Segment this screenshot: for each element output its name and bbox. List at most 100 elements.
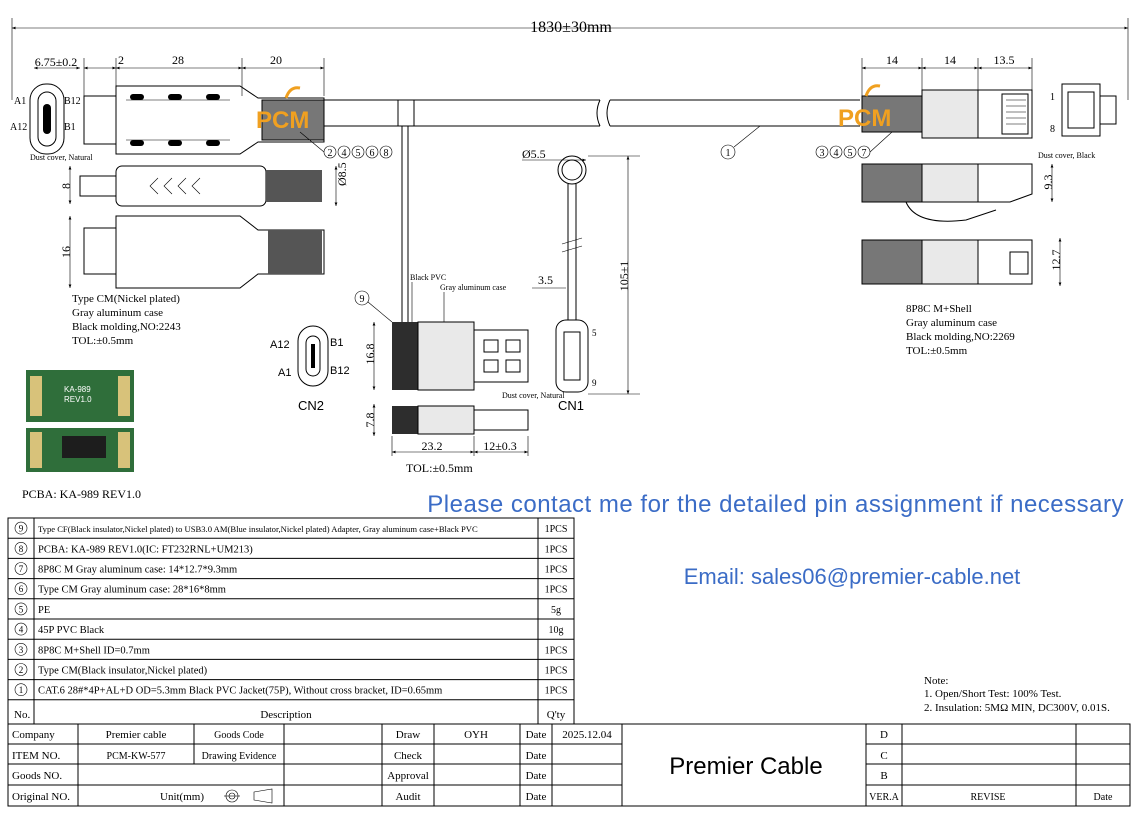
pin-1-right: 1 xyxy=(1050,92,1055,103)
right-note-2: Gray aluminum case xyxy=(906,317,997,329)
bom-header-no: No. xyxy=(14,709,30,721)
right-note-4: TOL:±0.5mm xyxy=(906,345,968,357)
svg-text:8: 8 xyxy=(384,148,389,159)
note-title: Note: xyxy=(924,675,948,687)
bom-row-desc: Type CM(Black insulator,Nickel plated) xyxy=(38,666,208,677)
svg-text:5: 5 xyxy=(356,148,361,159)
bom-row-qty: 1PCS xyxy=(545,645,568,656)
svg-text:6: 6 xyxy=(370,148,375,159)
overall-dimension: 1830±30mm xyxy=(11,18,1129,100)
bom-balloon xyxy=(14,562,28,575)
item-no-label: ITEM NO. xyxy=(12,750,61,762)
date-col-label: Date xyxy=(1094,792,1113,803)
cn1-drawing: Ø5.5 3.5 5 9 CN1 105±1 xyxy=(522,147,640,413)
bom-row-qty: 1PCS xyxy=(545,565,568,576)
dim-2: 2 xyxy=(118,53,124,67)
bom-row-no: 1 xyxy=(19,685,24,695)
dust-cover-black: Dust cover, Black xyxy=(1038,151,1095,160)
dust-cover-natural-left: Dust cover, Natural xyxy=(30,153,93,162)
dim-7-8: 7.8 xyxy=(363,413,377,428)
main-cable: 1 xyxy=(324,99,860,322)
projection-symbol-icon xyxy=(224,788,273,804)
dim-14a: 14 xyxy=(886,53,898,67)
bom-row-no: 9 xyxy=(19,524,24,534)
adapter-tol: TOL:±0.5mm xyxy=(406,461,473,475)
gray-case-label: Gray aluminum case xyxy=(440,283,507,292)
dim-20: 20 xyxy=(270,53,282,67)
left-connector-top: 6.75±0.2 2 28 20 A1 A12 B12 B1 PCM Du xyxy=(10,53,393,162)
svg-text:5: 5 xyxy=(592,328,597,338)
bom-balloon xyxy=(14,663,28,676)
dim-16-8: 16.8 xyxy=(363,344,377,365)
cn2-label: CN2 xyxy=(298,398,324,413)
revise-label: REVISE xyxy=(971,792,1006,803)
title-block: Company Premier cable Goods Code ITEM NO… xyxy=(7,723,1131,807)
bom-row-no: 4 xyxy=(19,625,24,635)
bom-balloon xyxy=(14,521,28,535)
cn2-face: A12 A1 B1 B12 CN2 xyxy=(270,325,350,413)
svg-text:A12: A12 xyxy=(270,339,290,351)
unit-label: Unit(mm) xyxy=(160,791,204,803)
bom-row-qty: 10g xyxy=(549,625,564,636)
dim-6-75: 6.75±0.2 xyxy=(35,55,78,69)
overall-length-label: 1830±30mm xyxy=(530,19,612,36)
bom-row-qty: 1PCS xyxy=(545,524,568,535)
svg-text:5: 5 xyxy=(848,148,853,159)
bom-row-desc: PE xyxy=(38,605,50,616)
adapter-drawing: 9 Black PVC Gray aluminum case 16.8 7.8 … xyxy=(354,273,565,475)
bom-row-qty: 1PCS xyxy=(545,544,568,555)
contact-text: Please contact me for the detailed pin a… xyxy=(427,491,1124,518)
pin-a1-left: A1 xyxy=(14,96,26,107)
bom-balloon xyxy=(14,683,28,697)
dim-3-5: 3.5 xyxy=(538,273,553,287)
svg-text:3: 3 xyxy=(820,148,825,159)
goods-code-label: Goods Code xyxy=(214,730,264,741)
draw-value: OYH xyxy=(464,729,488,741)
note-line-1: 1. Open/Short Test: 100% Test. xyxy=(924,688,1062,700)
approval-label: Approval xyxy=(387,770,429,782)
drawing-evidence-label: Drawing Evidence xyxy=(202,751,277,762)
bom-balloon xyxy=(14,642,28,656)
dim-dia-8-5: Ø8.5 xyxy=(335,162,349,186)
rev-b: B xyxy=(880,770,887,782)
right-note-1: 8P8C M+Shell xyxy=(906,303,972,315)
svg-text:B1: B1 xyxy=(330,337,343,349)
left-note-2: Gray aluminum case xyxy=(72,307,163,319)
dim-23-2: 23.2 xyxy=(422,439,443,453)
email-text: Email: sales06@premier-cable.net xyxy=(684,564,1021,589)
dim-8: 8 xyxy=(59,183,73,189)
dim-105: 105±1 xyxy=(617,261,631,292)
bom-row-qty: 1PCS xyxy=(545,686,568,697)
right-note-3: Black molding,NO:2269 xyxy=(906,331,1015,343)
bom-balloon xyxy=(14,622,28,636)
bom-row-no: 6 xyxy=(19,584,24,594)
pcba-caption: PCBA: KA-989 REV1.0 xyxy=(22,487,141,501)
bom-balloon xyxy=(14,602,28,616)
item-no-value: PCM-KW-577 xyxy=(107,751,166,762)
svg-text:4: 4 xyxy=(342,148,347,159)
dim-14b: 14 xyxy=(944,53,956,67)
audit-label: Audit xyxy=(395,791,420,803)
bom-row-no: 3 xyxy=(19,645,24,655)
note-line-2: 2. Insulation: 5MΩ MIN, DC300V, 0.01S. xyxy=(924,702,1110,714)
company-value: Premier cable xyxy=(106,729,167,741)
ver-label: VER.A xyxy=(869,792,900,803)
dim-12: 12±0.3 xyxy=(483,439,517,453)
usbc-face-outline xyxy=(29,83,65,155)
draw-label: Draw xyxy=(396,729,420,741)
bom-row-no: 2 xyxy=(19,665,24,675)
dim-12-7: 12.7 xyxy=(1049,250,1063,271)
bom-row-desc: 8P8C M+Shell ID=0.7mm xyxy=(38,645,150,656)
bom-row-desc: 8P8C M Gray aluminum case: 14*12.7*9.3mm xyxy=(38,565,237,576)
bom-row-no: 7 xyxy=(19,564,24,574)
pcm-logo-left: PCM xyxy=(256,107,309,134)
check-label: Check xyxy=(394,750,423,762)
left-note-3: Black molding,NO:2243 xyxy=(72,321,181,333)
rev-c: C xyxy=(880,750,887,762)
pin-b12-left: B12 xyxy=(64,96,81,107)
date-label-4: Date xyxy=(526,791,547,803)
dim-9-3: 9.3 xyxy=(1041,175,1055,190)
